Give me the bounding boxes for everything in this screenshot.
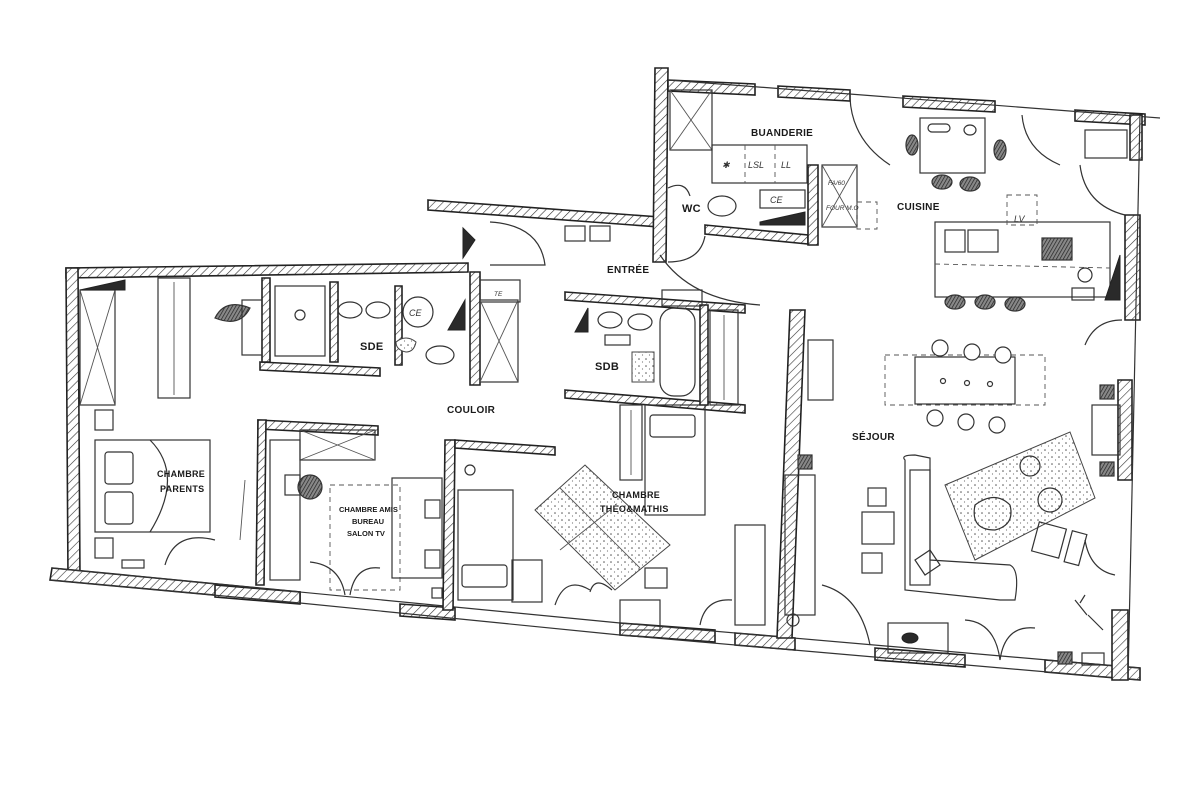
interior-walls [255, 164, 819, 639]
label-chambre-parents-2: PARENTS [160, 484, 204, 494]
seche-linge-tag: LSL [748, 160, 764, 170]
entree-area: TE [462, 221, 761, 383]
label-couloir: COULOIR [447, 405, 496, 416]
label-chambre-amis-2: BUREAU [352, 517, 384, 526]
cuisine-area: LV [849, 97, 1128, 312]
label-sde: SDE [360, 341, 384, 353]
ce-sde-tag: CE [409, 308, 422, 318]
label-chambre-parents-1: CHAMBRE [157, 469, 205, 479]
four-mo-tag: FOUR M.O [826, 205, 859, 212]
lave-vaisselle-tag: LV [1014, 214, 1026, 224]
chambre-amis-area [239, 429, 443, 599]
label-sdb: SDB [595, 361, 619, 373]
label-sejour: SÉJOUR [852, 430, 895, 443]
room-labels: BUANDERIE CUISINE WC ENTRÉE SDE SDB COUL… [157, 128, 940, 538]
label-buanderie: BUANDERIE [751, 128, 813, 139]
label-entree: ENTRÉE [607, 263, 649, 276]
sejour-area [784, 319, 1123, 666]
exterior-walls [49, 67, 1161, 681]
four-tag: FA/60 [828, 180, 845, 187]
chambre-enfants-area [457, 404, 766, 631]
ce-buanderie-tag: CE [770, 195, 783, 205]
sde-area: CE [214, 285, 466, 365]
label-chambre-enfants-2: THÉO&MATHIS [600, 504, 669, 514]
lave-linge-tag: LL [781, 160, 791, 170]
te-tag: TE [494, 291, 503, 298]
label-chambre-enfants-1: CHAMBRE [612, 490, 660, 500]
label-chambre-amis-1: CHAMBRE AMIS [339, 505, 398, 514]
sdb-area [574, 289, 739, 406]
svg-text:✱: ✱ [722, 160, 731, 170]
label-wc: WC [682, 203, 701, 215]
label-chambre-amis-3: SALON TV [347, 529, 385, 538]
buanderie-area: ✱ LSL LL CE FA/60 FOUR M.O [667, 89, 878, 263]
label-cuisine: CUISINE [897, 202, 940, 213]
chambre-parents-area [79, 277, 216, 569]
